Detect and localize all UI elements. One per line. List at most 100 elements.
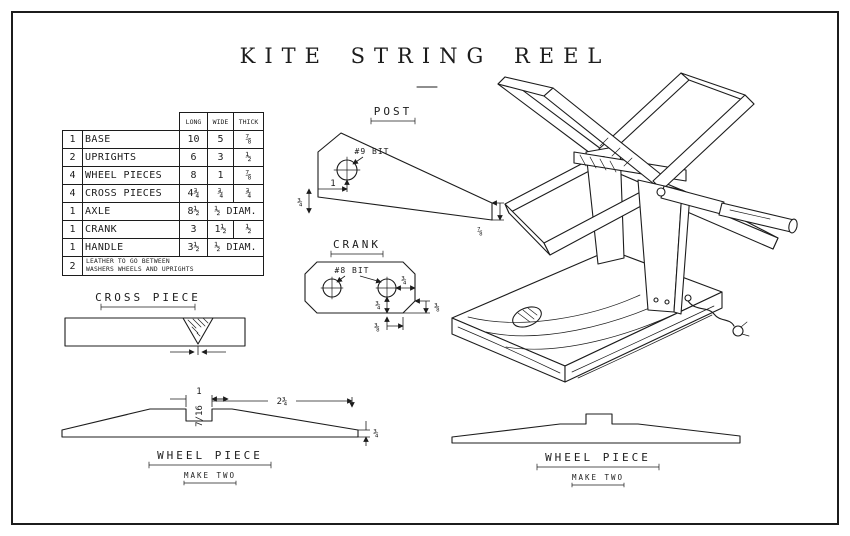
crank-label: CRANK — [333, 238, 381, 251]
thick-cell: ⅞ — [233, 166, 264, 185]
cross-piece-notch — [182, 317, 214, 345]
table-row-crank: 1 CRANK 3 1½ ½ — [62, 220, 264, 239]
crank-dim-d: ⅜ — [374, 323, 379, 333]
wheel-piece-left-label: WHEEL PIECE — [157, 449, 263, 462]
crank-label-underline — [330, 250, 384, 258]
parts-table-grid: LONG WIDE THICK 1 BASE 10 5 ⅞ 2 UPRIGHTS… — [62, 112, 264, 277]
thick-cell: ½ — [233, 220, 264, 239]
wheel-piece-right-underline — [536, 463, 660, 471]
leather-note-cell: LEATHER TO GO BETWEEN WASHERS WHEELS AND… — [82, 255, 264, 277]
long-cell: 8 — [179, 166, 208, 185]
crank-bit-leader-left — [336, 275, 346, 283]
long-cell: 3 — [179, 220, 208, 239]
qty-cell: 4 — [62, 166, 83, 185]
wheel-left-dim-end-lines — [358, 421, 370, 446]
col-header-long: LONG — [179, 112, 208, 131]
long-cell: 3½ — [179, 238, 208, 257]
wheel-piece-left-outline — [61, 408, 359, 438]
wide-cell: 1 — [207, 166, 234, 185]
table-row-base: 1 BASE 10 5 ⅞ — [62, 130, 264, 149]
long-cell: 6 — [179, 148, 208, 167]
qty-cell: 1 — [62, 130, 83, 149]
post-label: POST — [374, 105, 413, 118]
name-cell: HANDLE — [82, 238, 180, 257]
table-row-uprights: 2 UPRIGHTS 6 3 ½ — [62, 148, 264, 167]
page-title: KITE STRING REEL — [239, 44, 611, 68]
cross-piece-label-underline — [100, 303, 196, 311]
table-row-axle: 1 AXLE 8½ ½ DIAM. — [62, 202, 264, 221]
name-cell: CROSS PIECES — [82, 184, 180, 203]
wheel-left-dim-end: ¾ — [373, 429, 378, 439]
col-header-wide: WIDE — [207, 112, 234, 131]
qty-cell: 1 — [62, 238, 83, 257]
post-label-underline — [370, 117, 416, 125]
wheel-piece-right-drawing: WHEEL PIECE MAKE TWO — [451, 413, 741, 488]
post-dim-left: ¾ — [297, 198, 302, 208]
crank-dim-b: ¾ — [375, 301, 380, 311]
parts-table: LONG WIDE THICK 1 BASE 10 5 ⅞ 2 UPRIGHTS… — [62, 112, 264, 277]
table-row-handle: 1 HANDLE 3½ ½ DIAM. — [62, 238, 264, 257]
wheel-piece-left-make-underline — [183, 480, 237, 486]
post-dim-right-line — [492, 203, 504, 220]
qty-cell: 1 — [62, 202, 83, 221]
crank-drawing: CRANK #8 BIT ¾ ¾ ⅜ ⅜ — [304, 238, 440, 333]
long-cell: 10 — [179, 130, 208, 149]
post-outline — [317, 132, 493, 221]
table-header-row: LONG WIDE THICK — [63, 112, 264, 131]
screw-right — [664, 299, 670, 305]
wheel-piece-right-label: WHEEL PIECE — [545, 451, 651, 464]
thick-cell: ½ — [233, 148, 264, 167]
assembly-perspective-drawing — [451, 72, 798, 383]
wheel-left-dim-notch: 1 — [196, 387, 201, 397]
wide-cell: 1½ — [207, 220, 234, 239]
wheel-piece-left-underline — [148, 461, 272, 469]
crank-dim-c: ⅜ — [434, 303, 439, 313]
arm-hatching — [599, 137, 633, 167]
empty-cell — [83, 113, 180, 131]
base-hole — [512, 306, 542, 328]
qty-cell: 2 — [62, 148, 83, 167]
long-cell: 4¾ — [179, 184, 208, 203]
leather-note-line1: LEATHER TO GO BETWEEN — [86, 258, 170, 265]
crank-hole-crosshairs — [320, 276, 399, 300]
wheel-left-dim-flat-line — [212, 397, 352, 407]
table-row-leather: 2 LEATHER TO GO BETWEEN WASHERS WHEELS A… — [62, 255, 264, 277]
col-header-thick: THICK — [233, 112, 264, 131]
empty-cell — [63, 113, 83, 131]
name-cell: WHEEL PIECES — [82, 166, 180, 185]
long-cell: 8½ — [179, 202, 208, 221]
handle-end — [788, 218, 798, 234]
leather-note-line2: WASHERS WHEELS AND UPRIGHTS — [86, 266, 194, 274]
wheel-piece-right-make-underline — [571, 482, 625, 488]
post-bit-leader — [352, 156, 364, 165]
wheel-piece-right-make: MAKE TWO — [572, 473, 624, 482]
wheel-piece-left-make: MAKE TWO — [184, 471, 236, 480]
cross-piece-drawing: CROSS PIECE — [64, 291, 246, 355]
wheel-left-dim-flat: 2¾ — [277, 397, 288, 407]
crank-dim-d-line — [387, 317, 403, 330]
name-cell: UPRIGHTS — [82, 148, 180, 167]
diam-cell: ½ DIAM. — [207, 202, 264, 221]
wheel-left-dim-depth: 7/16 — [195, 405, 205, 427]
cross-piece-dim-left-arrow — [170, 346, 198, 355]
axle-hub — [656, 187, 666, 197]
table-row-cross-pieces: 4 CROSS PIECES 4¾ ¾ ¾ — [62, 184, 264, 203]
name-cell: AXLE — [82, 202, 180, 221]
diam-cell: ½ DIAM. — [207, 238, 264, 257]
post-dim-hole-line — [318, 180, 347, 192]
post-dim-hole: 1 — [330, 179, 335, 189]
cross-piece-hatching — [187, 317, 209, 337]
wide-cell: ¾ — [207, 184, 234, 203]
thick-cell: ¾ — [233, 184, 264, 203]
qty-cell: 1 — [62, 220, 83, 239]
post-hole-crosshair — [333, 156, 361, 184]
post-drawing: POST #9 BIT 1 ¾ ⅞ — [297, 105, 504, 237]
name-cell: CRANK — [82, 220, 180, 239]
border-frame — [11, 11, 839, 525]
crank-bit-label: #8 BIT — [335, 266, 370, 275]
crank-dim-c-line — [403, 301, 430, 313]
cross-piece-label: CROSS PIECE — [95, 291, 201, 304]
name-cell: BASE — [82, 130, 180, 149]
